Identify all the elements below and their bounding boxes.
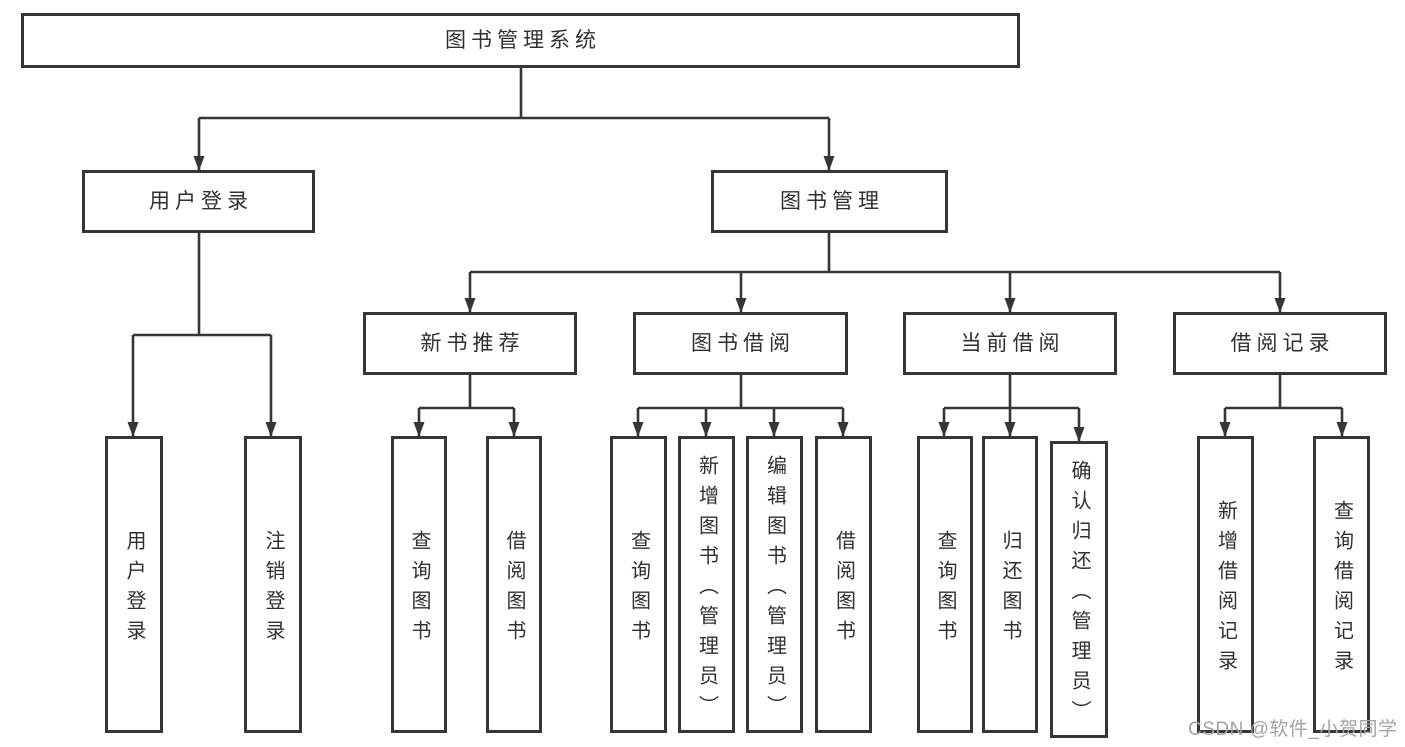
- leaf-user-login-label: 用户登录: [123, 529, 145, 650]
- leaf-return-books: 归还图书: [982, 436, 1038, 733]
- leaf-query-books-current-label: 查询图书: [934, 529, 956, 650]
- node-borrowing-records: 借阅记录: [1173, 312, 1387, 375]
- leaf-query-borrow-record-label: 查询借阅记录: [1330, 499, 1353, 680]
- leaf-query-books-recommend-label: 查询图书: [408, 529, 430, 650]
- leaf-borrow-books-recommend: 借阅图书: [486, 436, 542, 733]
- leaf-borrow-books-borrowing: 借阅图书: [815, 436, 872, 733]
- node-borrowing-records-label: 借阅记录: [1230, 332, 1335, 355]
- node-book-management: 图书管理: [711, 170, 948, 233]
- leaf-logout-label: 注销登录: [262, 529, 284, 650]
- node-root: 图书管理系统: [21, 13, 1020, 68]
- node-root-label: 图书管理系统: [445, 29, 601, 52]
- watermark: CSDN @软件_小贺同学: [1188, 719, 1398, 740]
- node-user-login: 用户登录: [82, 170, 315, 233]
- leaf-borrow-books-recommend-label: 借阅图书: [503, 529, 525, 650]
- leaf-query-books-borrowing-label: 查询图书: [627, 529, 650, 650]
- leaf-query-books-borrowing: 查询图书: [610, 436, 667, 733]
- node-book-borrowing: 图书借阅: [633, 312, 848, 375]
- leaf-query-borrow-record: 查询借阅记录: [1313, 436, 1370, 733]
- node-user-login-label: 用户登录: [149, 190, 253, 213]
- leaf-confirm-return-admin-label: 确认归还（管理员）: [1068, 459, 1090, 730]
- leaf-add-borrow-record-label: 新增借阅记录: [1214, 499, 1237, 680]
- leaf-return-books-label: 归还图书: [999, 529, 1021, 650]
- leaf-add-borrow-record: 新增借阅记录: [1197, 436, 1254, 733]
- leaf-edit-books-admin-label: 编辑图书（管理员）: [763, 454, 786, 725]
- leaf-user-login: 用户登录: [105, 436, 163, 733]
- node-current-borrowing-label: 当前借阅: [960, 332, 1065, 355]
- leaf-borrow-books-borrowing-label: 借阅图书: [832, 529, 855, 650]
- node-book-borrowing-label: 图书借阅: [691, 332, 795, 355]
- leaf-query-books-current: 查询图书: [917, 436, 973, 733]
- leaf-edit-books-admin: 编辑图书（管理员）: [746, 436, 803, 733]
- node-current-borrowing: 当前借阅: [903, 312, 1117, 375]
- leaf-add-books-admin-label: 新增图书（管理员）: [695, 454, 718, 725]
- node-new-book-recommendation-label: 新书推荐: [420, 332, 525, 355]
- leaf-confirm-return-admin: 确认归还（管理员）: [1050, 441, 1108, 738]
- node-new-book-recommendation: 新书推荐: [363, 312, 577, 375]
- leaf-query-books-recommend: 查询图书: [391, 436, 447, 733]
- leaf-add-books-admin: 新增图书（管理员）: [678, 436, 735, 733]
- node-book-management-label: 图书管理: [780, 190, 884, 213]
- leaf-logout: 注销登录: [244, 436, 302, 733]
